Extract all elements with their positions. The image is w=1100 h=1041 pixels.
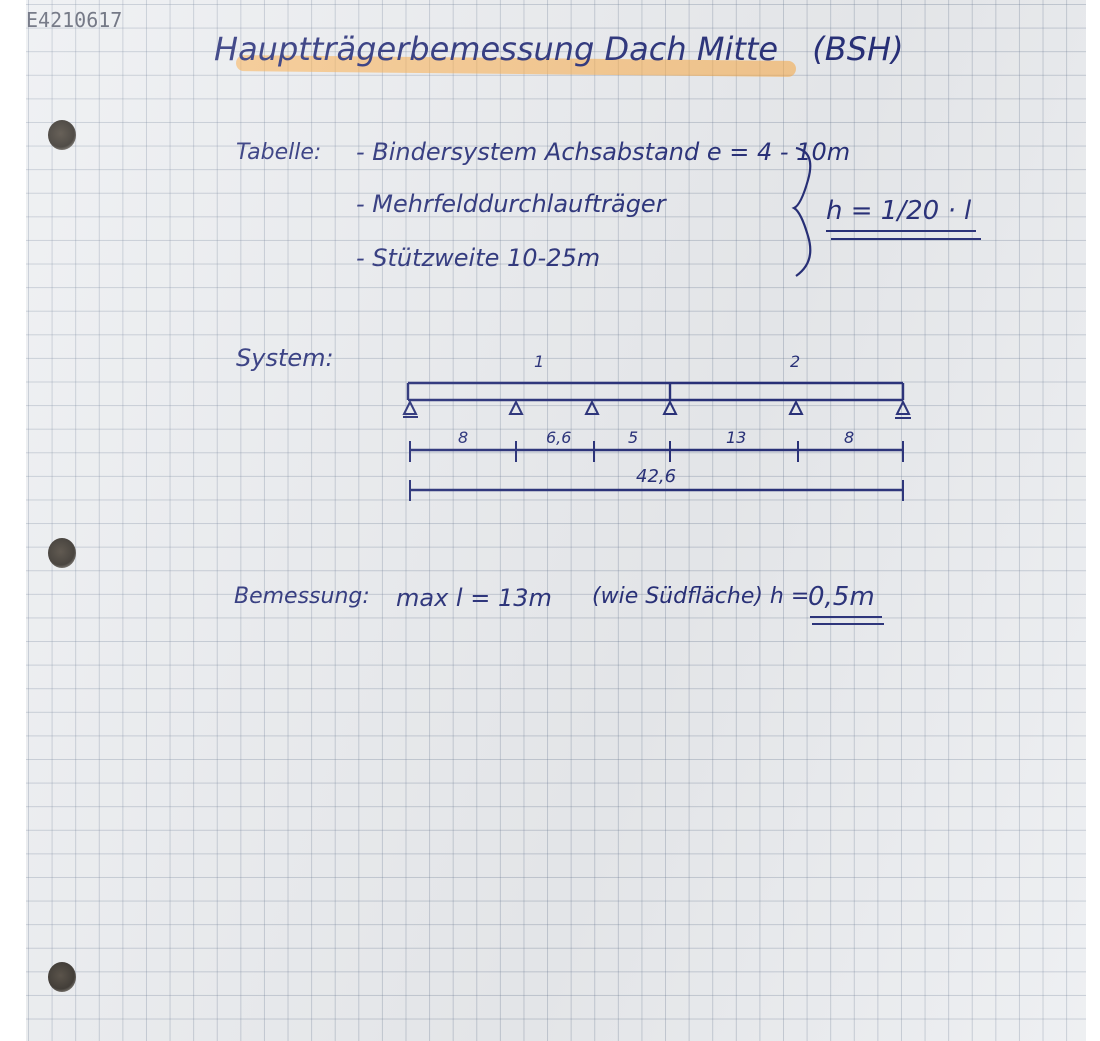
table-item-2: - Mehrfelddurchlaufträger (356, 190, 666, 218)
span-label: 6,6 (546, 428, 572, 447)
punch-hole (48, 962, 76, 992)
punch-hole (48, 538, 76, 568)
page-title: Hauptträgerbemessung Dach Mitte (BSH) (214, 30, 904, 68)
support-icon (508, 399, 524, 415)
title-material: (BSH) (812, 30, 904, 68)
table-label: Tabelle: (236, 140, 322, 165)
title-text: Hauptträgerbemessung Dach Mitte (214, 30, 779, 68)
notebook-page: E4210617 Hauptträgerbemessung Dach Mitte… (26, 0, 1086, 1041)
table-item-3: - Stützweite 10-25m (356, 244, 601, 272)
joint-mark-1: 1 (534, 352, 545, 371)
formula-h: h = 1/20 · l (826, 196, 972, 226)
support-icon (584, 399, 600, 415)
span-label: 8 (458, 428, 469, 447)
brace (791, 146, 812, 277)
span-label: 13 (726, 428, 747, 447)
calc-note: (wie Südfläche) h = (592, 584, 810, 609)
support-icon (895, 399, 911, 415)
punch-hole (48, 120, 76, 150)
page-id: E4210617 (26, 8, 123, 32)
total-length-label: 42,6 (636, 466, 677, 487)
system-label: System: (236, 344, 334, 372)
calc-result: 0,5m (808, 582, 875, 612)
joint-mark-2: 2 (790, 352, 801, 371)
support-icon (788, 399, 804, 415)
table-item-1: - Bindersystem Achsabstand e = 4 - 10m (356, 138, 851, 166)
support-icon (402, 399, 418, 415)
calc-label: Bemessung: (234, 584, 370, 609)
span-label: 5 (628, 428, 639, 447)
drawing-layer (402, 146, 981, 625)
span-label: 8 (844, 428, 855, 447)
support-icon (662, 399, 678, 415)
calc-text: max l = 13m (396, 584, 552, 612)
